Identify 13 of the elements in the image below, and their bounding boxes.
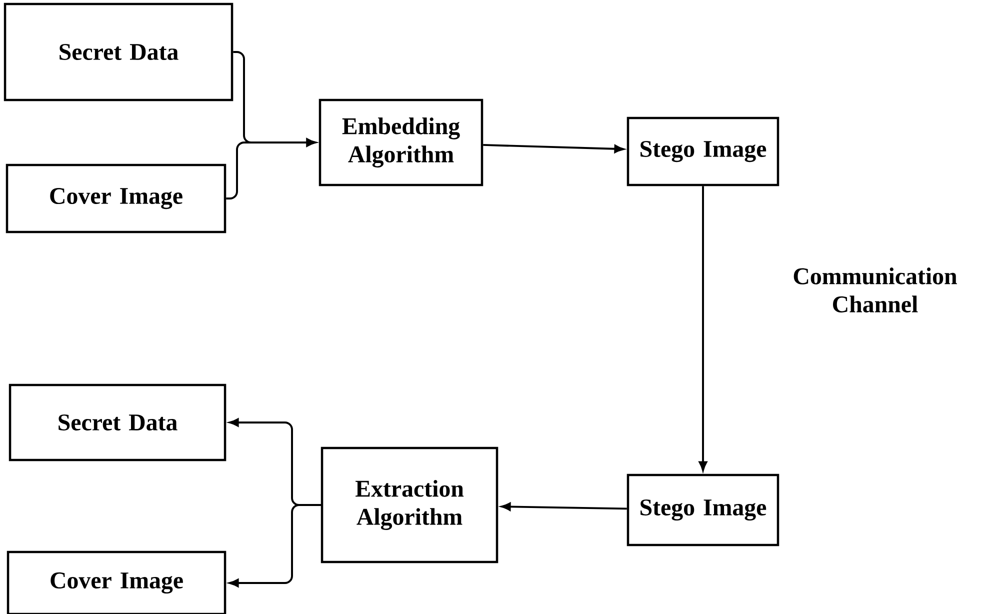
arrow — [698, 186, 708, 471]
arrow — [229, 504, 321, 588]
process-box: Extraction Algorithm — [320, 446, 498, 564]
process-box: Secret Data — [8, 384, 226, 462]
annotation-text: Communication Channel — [794, 268, 957, 312]
arrow — [501, 502, 627, 511]
process-box: Stego Image — [626, 474, 780, 546]
process-box: Stego Image — [626, 116, 780, 186]
process-box: Secret Data — [4, 2, 234, 102]
process-box: Embedding Algorithm — [318, 98, 484, 186]
process-box: Cover Image — [6, 550, 226, 614]
arrow — [226, 138, 316, 200]
process-box: Cover Image — [6, 164, 226, 234]
